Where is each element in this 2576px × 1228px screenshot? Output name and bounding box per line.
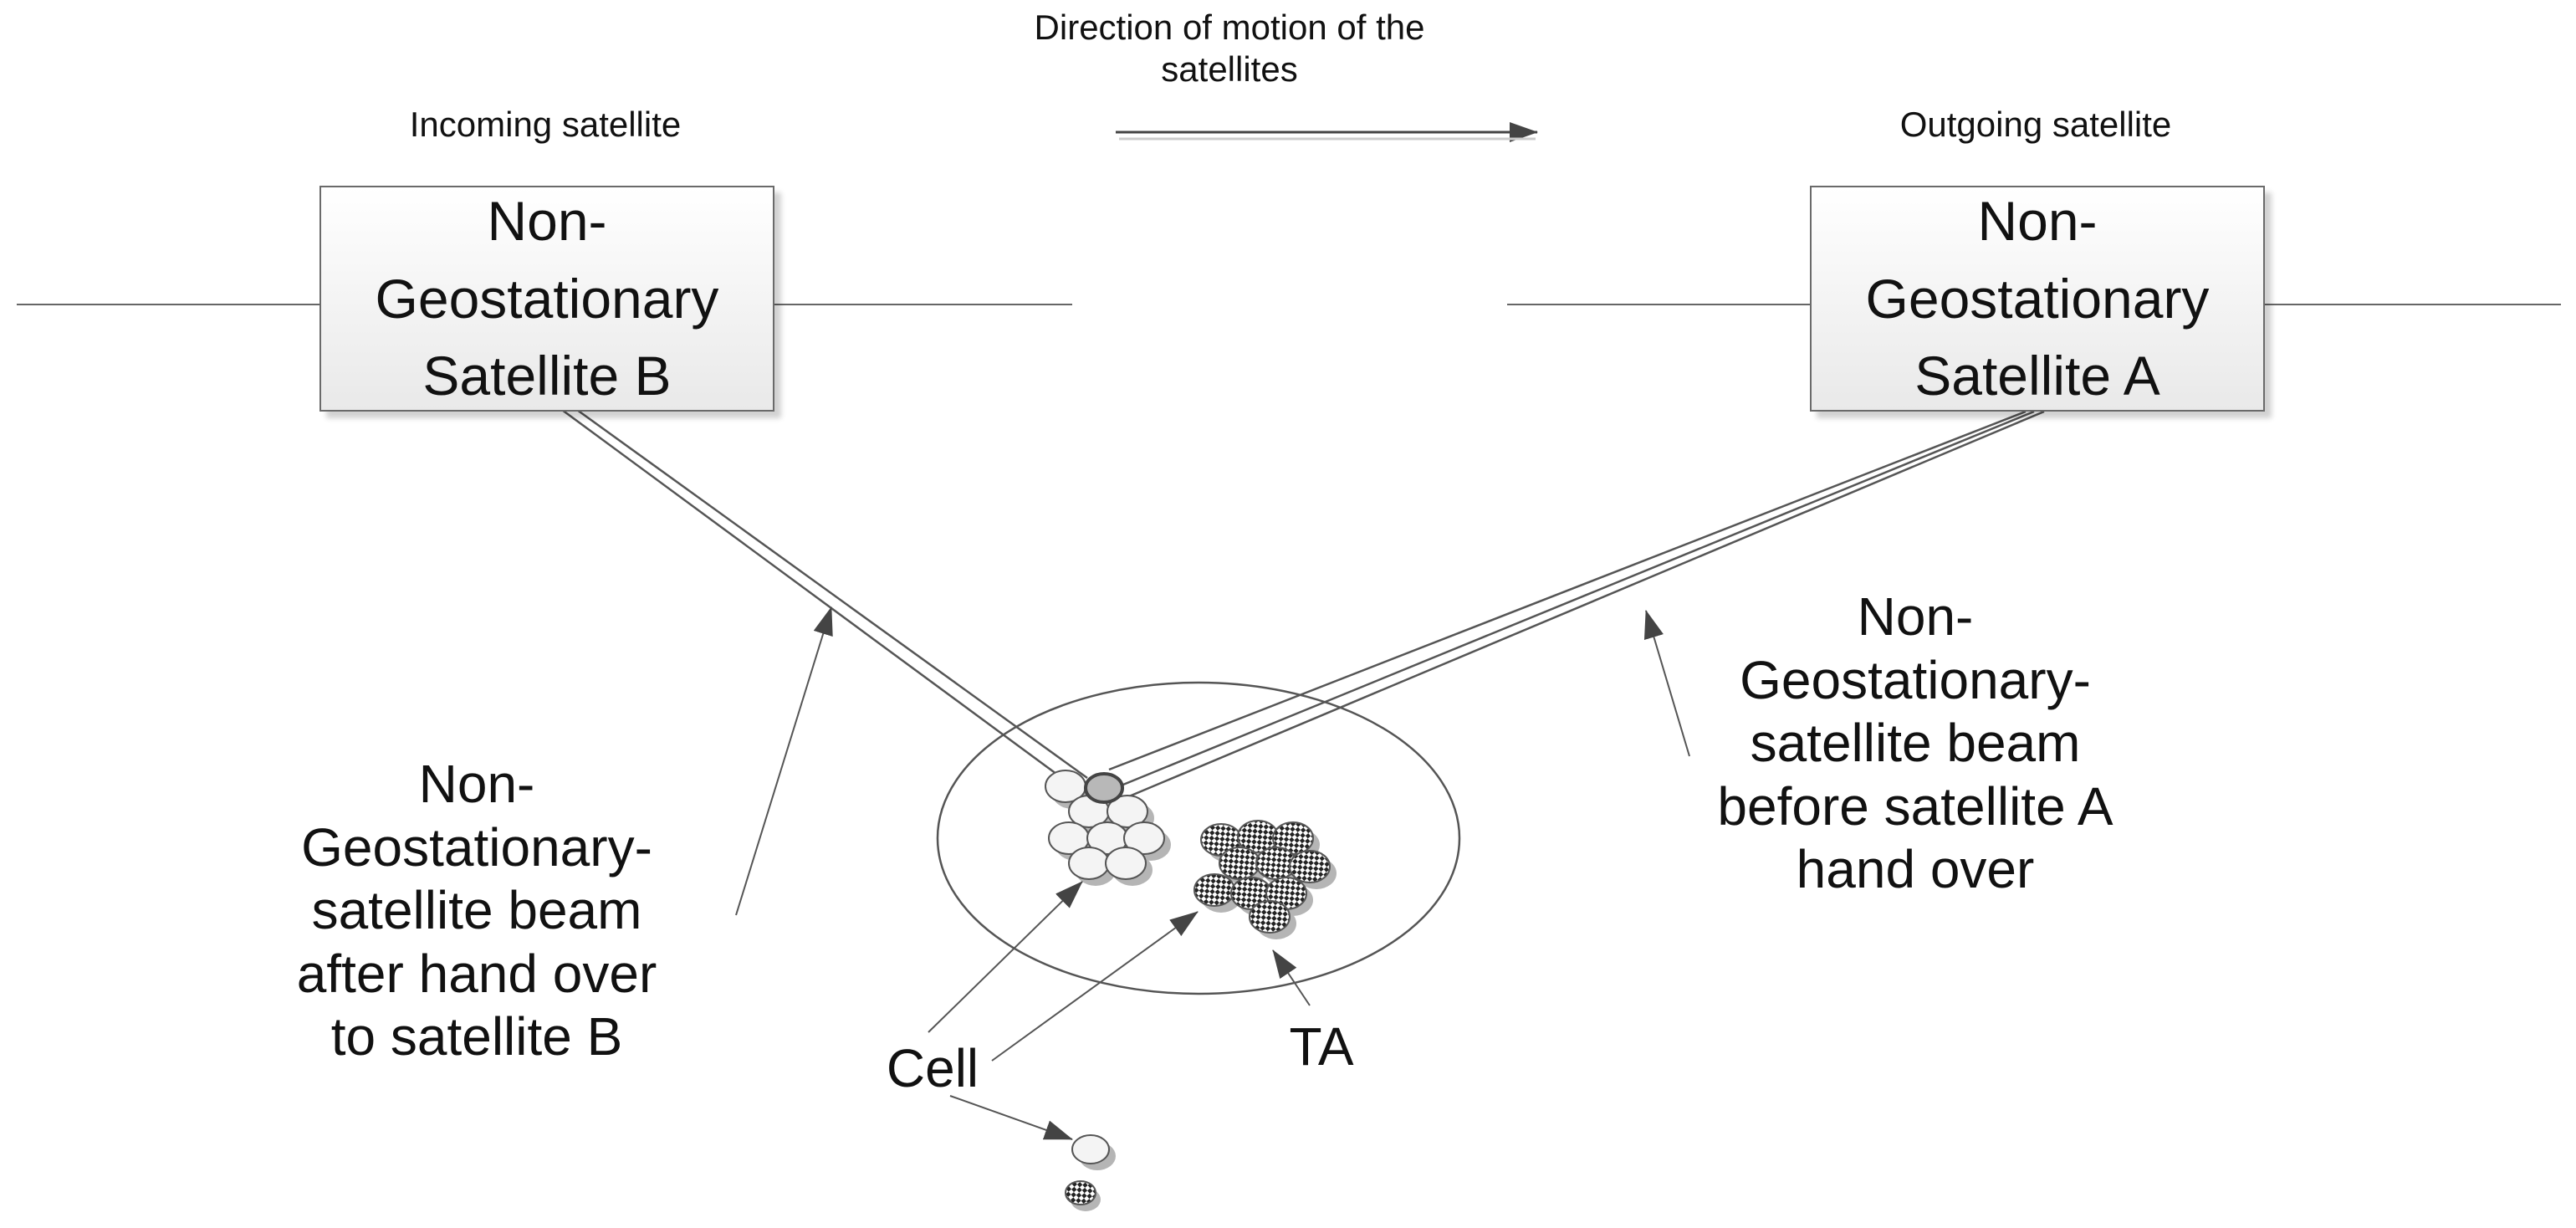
satellite-a-label: Non- Geostationary Satellite A bbox=[1865, 190, 2210, 407]
beam-a-line-2 bbox=[1118, 410, 2035, 788]
beam-a-line-3 bbox=[1128, 410, 2045, 798]
coverage-area bbox=[936, 681, 1461, 995]
beam-a-line-1 bbox=[1108, 410, 2027, 771]
legend-cell-plain bbox=[1071, 1134, 1110, 1164]
ta-label: TA bbox=[1289, 1016, 1354, 1077]
cell-cluster bbox=[1045, 770, 1171, 886]
incoming-satellite-label: Incoming satellite bbox=[409, 105, 682, 144]
satellite-a-box: Non- Geostationary Satellite A bbox=[1810, 186, 2265, 412]
arrow-cell-3 bbox=[949, 1095, 1073, 1140]
arrow-ta bbox=[1272, 949, 1311, 1006]
satellite-b-box: Non- Geostationary Satellite B bbox=[319, 186, 774, 412]
beam-b-line-2 bbox=[576, 408, 1088, 780]
beam-after-handover-label: Non- Geostationary- satellite beam after… bbox=[296, 754, 657, 1067]
arrow-beam-after bbox=[735, 606, 833, 916]
arrow-beam-before bbox=[1643, 610, 1690, 757]
ta-cluster bbox=[1193, 820, 1337, 939]
highlighted-cell bbox=[1084, 772, 1124, 804]
cell-label: Cell bbox=[886, 1038, 979, 1098]
legend-cell-ta bbox=[1065, 1180, 1096, 1205]
arrow-cell-2 bbox=[991, 911, 1199, 1062]
satellite-b-label: Non- Geostationary Satellite B bbox=[375, 190, 719, 407]
direction-label: Direction of motion of the satellites bbox=[1034, 8, 1425, 89]
outgoing-satellite-label: Outgoing satellite bbox=[1899, 105, 2172, 144]
beam-before-handover-label: Non- Geostationary- satellite beam befor… bbox=[1717, 586, 2113, 900]
beam-b-line-1 bbox=[561, 408, 1076, 790]
arrow-cell-1 bbox=[928, 881, 1083, 1033]
